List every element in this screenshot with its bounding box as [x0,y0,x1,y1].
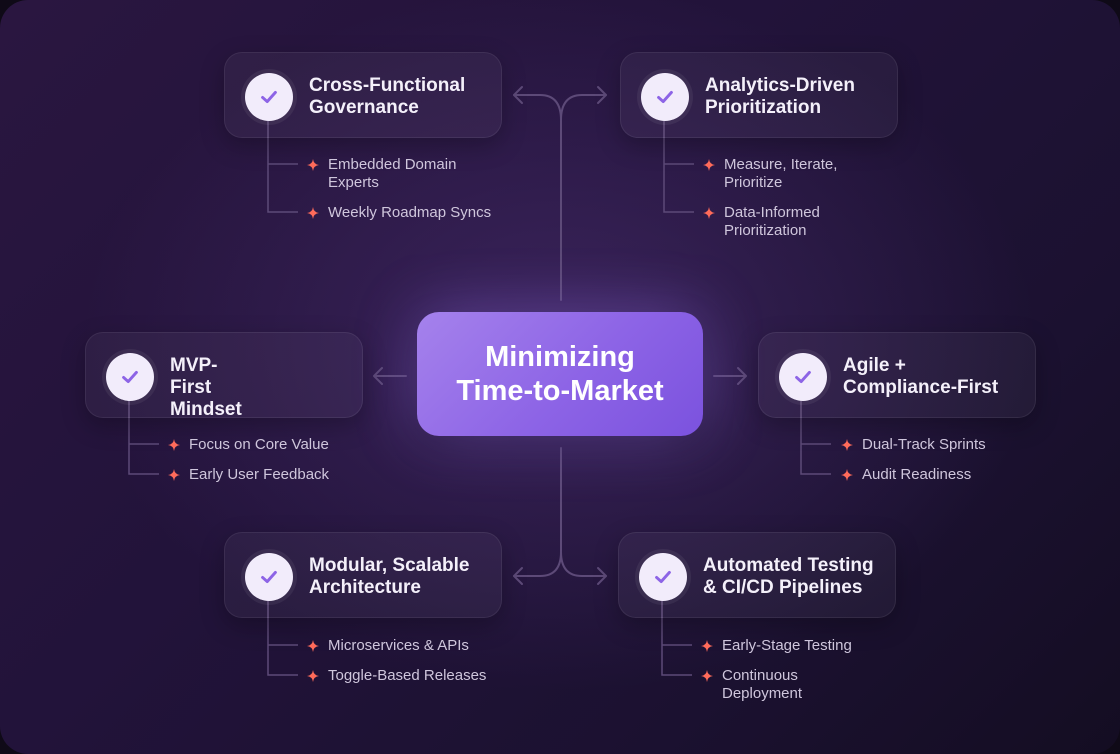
bullet-text: Continuous Deployment [722,667,803,702]
bullet-text: Dual-Track Sprints [862,436,986,453]
bullet-text: Audit Readiness [862,466,972,483]
sparkle-icon [701,640,713,652]
sparkle-icon [841,469,853,481]
node-card-agile-compliance-first: Agile + Compliance-First [758,332,1036,418]
arrow-bottom-right [597,567,607,585]
node-card-modular-scalable-architecture: Modular, Scalable Architecture [224,532,502,618]
bullet-item: Focus on Core Value [167,436,387,454]
node-title: Analytics-Driven Prioritization [705,75,855,118]
sparkle-icon [307,640,319,652]
trunk-top-right-line [560,94,607,121]
bullet-item: Embedded Domain Experts [306,156,506,192]
bullet-text: Microservices & APIs [328,637,469,654]
node-bullets-mvp-first-mindset: Focus on Core Value Early User Feedback [167,436,387,496]
trunk-top-line [513,94,562,301]
bullet-item: Audit Readiness [840,466,1020,484]
node-card-mvp-first-mindset: MVP-First Mindset [85,332,363,420]
node-bullets-analytics-driven-prioritization: Measure, Iterate, Prioritize Data-Inform… [702,156,882,252]
check-icon [639,553,687,601]
check-icon [641,73,689,121]
bullet-item: Dual-Track Sprints [840,436,1020,454]
bullet-text: Data-Informed Prioritization [724,204,820,239]
arrow-top-left [513,86,523,104]
trunk-bottom-line [513,447,562,577]
arrow-right [713,367,747,385]
check-icon [245,553,293,601]
bullet-item: Data-Informed Prioritization [702,204,882,240]
bullet-text: Toggle-Based Releases [328,667,487,684]
node-bullets-cross-functional-governance: Embedded Domain Experts Weekly Roadmap S… [306,156,506,234]
center-node: Minimizing Time-to-Market [417,312,703,436]
bullet-text: Focus on Core Value [189,436,329,453]
node-5-tree [661,598,692,676]
node-title: Modular, Scalable Architecture [309,555,470,598]
sparkle-icon [168,469,180,481]
node-card-automated-testing-cicd: Automated Testing & CI/CD Pipelines [618,532,896,618]
bullet-item: Toggle-Based Releases [306,667,526,685]
arrow-left [373,367,407,385]
bullet-item: Early User Feedback [167,466,387,484]
bullet-text: Measure, Iterate, Prioritize [724,156,838,191]
node-1-tree [663,118,694,213]
sparkle-icon [307,670,319,682]
node-bullets-automated-testing-cicd: Early-Stage Testing Continuous Deploymen… [700,637,880,715]
check-icon [245,73,293,121]
node-2-tree [128,398,159,475]
sparkle-icon [841,439,853,451]
bullet-text: Early-Stage Testing [722,637,852,654]
trunk-bottom-right-line [560,551,607,577]
node-3-tree [800,398,831,475]
bullet-item: Continuous Deployment [700,667,880,703]
sparkle-icon [701,670,713,682]
node-card-cross-functional-governance: Cross-Functional Governance [224,52,502,138]
bullet-item: Microservices & APIs [306,637,526,655]
node-0-tree [267,118,298,213]
center-title: Minimizing Time-to-Market [456,341,664,407]
check-icon [106,353,154,401]
arrow-bottom-left [513,567,523,585]
arrow-top-right [597,86,607,104]
sparkle-icon [703,207,715,219]
bullet-text: Embedded Domain Experts [328,156,457,191]
node-title: Agile + Compliance-First [843,355,999,398]
bullet-item: Early-Stage Testing [700,637,880,655]
bullet-text: Early User Feedback [189,466,330,483]
node-bullets-modular-scalable-architecture: Microservices & APIs Toggle-Based Releas… [306,637,526,697]
check-icon [779,353,827,401]
node-title: Cross-Functional Governance [309,75,466,118]
sparkle-icon [307,207,319,219]
node-bullets-agile-compliance-first: Dual-Track Sprints Audit Readiness [840,436,1020,496]
node-card-analytics-driven-prioritization: Analytics-Driven Prioritization [620,52,898,138]
node-title: Automated Testing & CI/CD Pipelines [703,555,874,598]
sparkle-icon [703,159,715,171]
bullet-item: Weekly Roadmap Syncs [306,204,506,222]
node-4-tree [267,598,298,676]
sparkle-icon [168,439,180,451]
sparkle-icon [307,159,319,171]
bullet-item: Measure, Iterate, Prioritize [702,156,882,192]
node-title: MVP-First Mindset [170,355,242,420]
bullet-text: Weekly Roadmap Syncs [328,204,492,221]
